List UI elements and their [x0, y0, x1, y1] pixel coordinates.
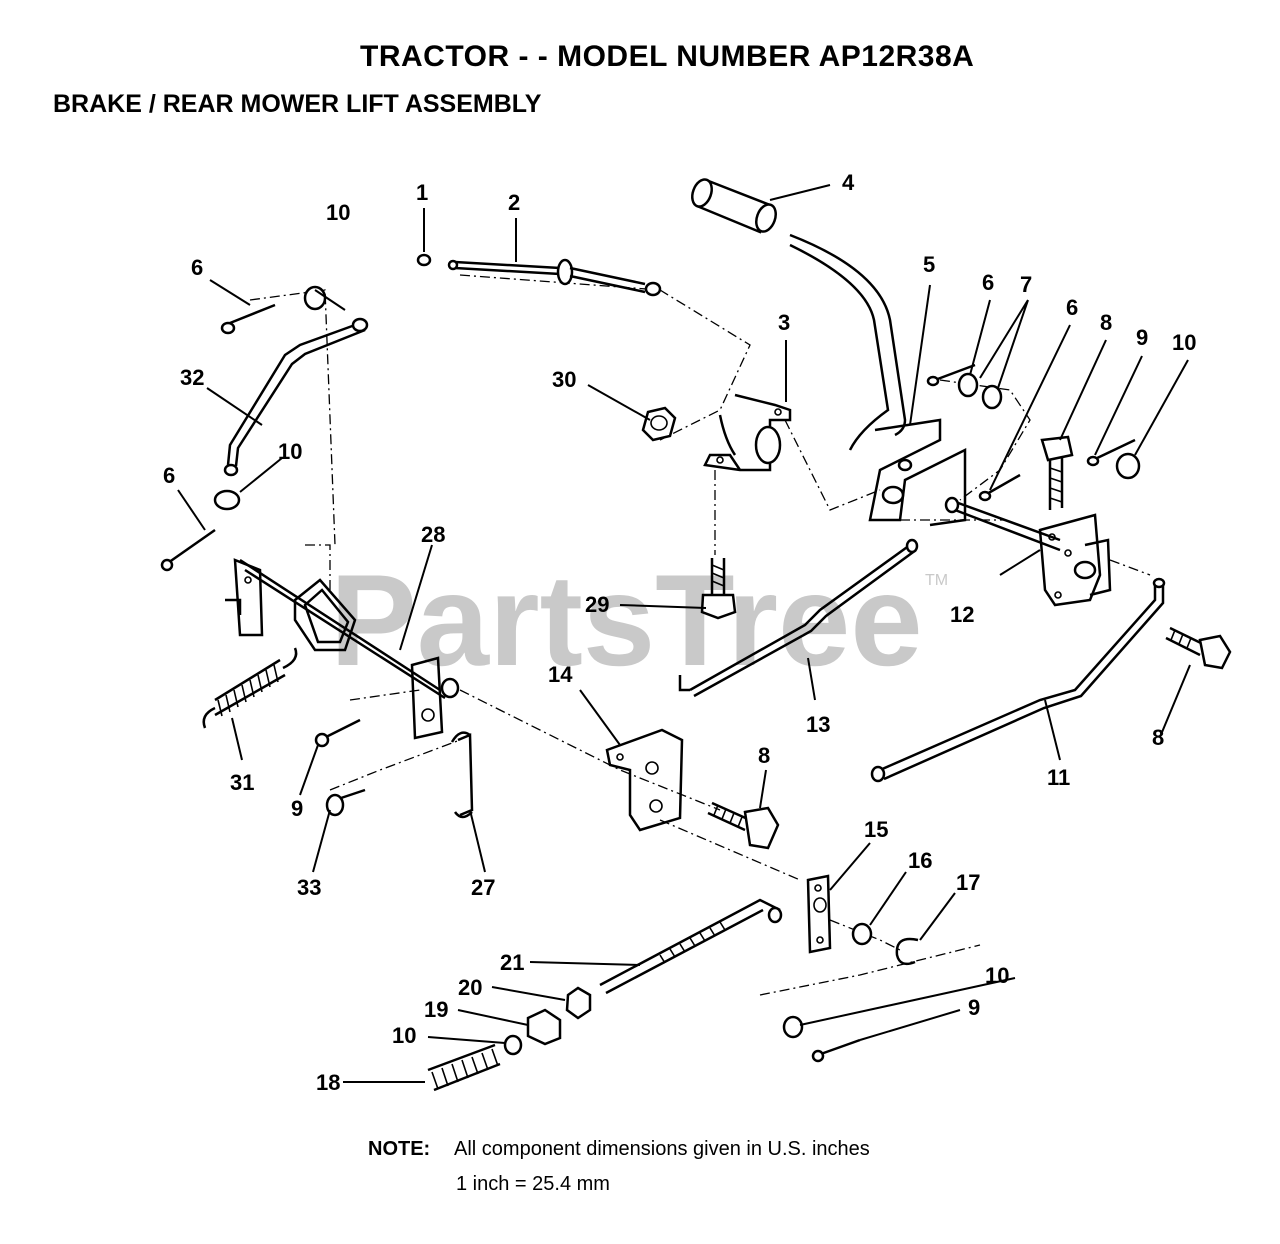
callout-30: 30	[552, 367, 576, 392]
callout-9b: 9	[291, 796, 303, 821]
callout-20: 20	[458, 975, 482, 1000]
watermark-text: PartsTree	[330, 547, 923, 693]
callout-4: 4	[842, 170, 855, 195]
callout-10e: 10	[392, 1023, 416, 1048]
note: NOTE: All component dimensions given in U…	[368, 1138, 870, 1161]
callout-14: 14	[548, 662, 573, 687]
part-link-27	[450, 731, 474, 819]
part-lift-handle	[789, 233, 967, 527]
part-pin	[416, 253, 432, 267]
callout-31: 31	[230, 770, 254, 795]
watermark-tm: TM	[925, 572, 948, 589]
part-nut-30	[641, 406, 677, 442]
callout-28: 28	[421, 522, 445, 547]
callout-10d: 10	[985, 963, 1009, 988]
callout-6d: 6	[163, 463, 175, 488]
part-bolt-8-right	[1165, 626, 1232, 670]
callout-18: 18	[316, 1070, 340, 1095]
callout-10b: 10	[1172, 330, 1196, 355]
callout-2: 2	[508, 190, 520, 215]
part-rod-32	[223, 317, 369, 477]
part-threaded-rod-21	[599, 898, 783, 995]
part-hardware-left	[160, 285, 327, 572]
callout-8c: 8	[758, 743, 770, 768]
callout-3: 3	[778, 310, 790, 335]
callout-19: 19	[424, 997, 448, 1022]
callout-6b: 6	[1066, 295, 1078, 320]
part-rod	[447, 258, 662, 297]
part-hardware-bottom-right	[782, 1015, 861, 1063]
part-bolt-29	[700, 558, 737, 620]
callout-6c: 6	[191, 255, 203, 280]
callout-5: 5	[923, 252, 935, 277]
note-label: NOTE:	[368, 1138, 431, 1160]
part-bracket	[703, 393, 792, 472]
callout-21: 21	[500, 950, 524, 975]
callout-8b: 8	[1152, 725, 1164, 750]
callout-7: 7	[1020, 272, 1032, 297]
callout-15: 15	[864, 817, 888, 842]
part-shaft-28	[225, 558, 460, 740]
callout-29: 29	[585, 592, 609, 617]
part-cotter-pins-left	[314, 718, 366, 817]
part-rod-13	[678, 538, 919, 698]
part-washer-clip	[851, 922, 919, 966]
callout-10a: 10	[326, 200, 350, 225]
callout-33: 33	[297, 875, 321, 900]
diagram-title: TRACTOR - - MODEL NUMBER AP12R38A	[360, 40, 975, 73]
part-plate-15	[806, 874, 832, 954]
callout-17: 17	[956, 870, 980, 895]
part-shaft-12	[944, 496, 1112, 607]
part-spring-31	[202, 647, 298, 729]
callout-27: 27	[471, 875, 495, 900]
callout-labels: 1 2 3 4 5 6 6 6 6 7 8 8 8 9 9 9 10 10 10…	[163, 170, 1196, 1095]
part-rod-11	[870, 577, 1166, 783]
callout-11: 11	[1047, 765, 1070, 790]
part-hardware-upper-right	[926, 363, 1141, 502]
part-bracket-14	[605, 728, 684, 832]
callout-10c: 10	[278, 439, 302, 464]
leader-lines	[177, 184, 1191, 1083]
callout-16: 16	[908, 848, 932, 873]
part-grip	[691, 178, 777, 234]
callout-1: 1	[416, 180, 428, 205]
part-bolt-8-upper	[1040, 435, 1074, 510]
callout-6a: 6	[982, 270, 994, 295]
part-nuts-spring-bottom	[427, 986, 592, 1092]
callout-9c: 9	[968, 995, 980, 1020]
callout-12: 12	[950, 602, 974, 627]
note-line1: All component dimensions given in U.S. i…	[454, 1138, 870, 1160]
callout-8a: 8	[1100, 310, 1112, 335]
callout-9a: 9	[1136, 325, 1148, 350]
note-line2: 1 inch = 25.4 mm	[456, 1173, 610, 1195]
part-bolt-8-middle	[707, 801, 780, 850]
diagram-subtitle: BRAKE / REAR MOWER LIFT ASSEMBLY	[53, 90, 542, 118]
callout-32: 32	[180, 365, 204, 390]
callout-13: 13	[806, 712, 830, 737]
